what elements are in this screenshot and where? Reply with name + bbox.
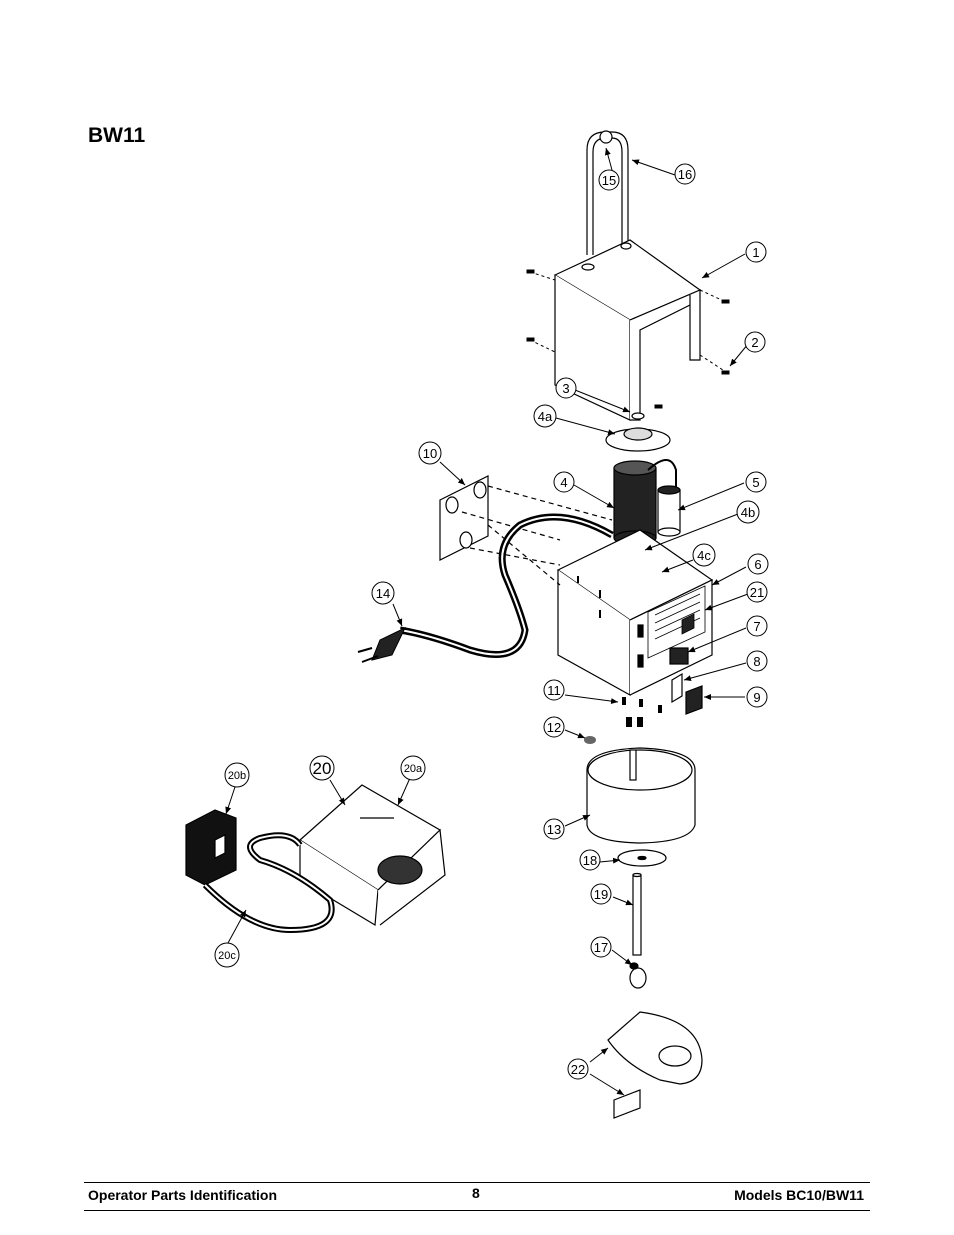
callout-4b: 4b xyxy=(736,500,760,524)
footer-section-title: Operator Parts Identification xyxy=(88,1187,278,1203)
svg-text:14: 14 xyxy=(376,586,390,601)
callout-20c: 20c xyxy=(214,942,240,968)
svg-text:4a: 4a xyxy=(538,409,553,424)
callout-2: 2 xyxy=(744,331,766,353)
svg-text:15: 15 xyxy=(602,173,616,188)
callout-17: 17 xyxy=(590,936,612,958)
svg-text:21: 21 xyxy=(750,585,764,600)
callout-12: 12 xyxy=(543,716,565,738)
callout-20a: 20a xyxy=(400,755,426,781)
bracket-22 xyxy=(607,1011,703,1119)
guard-ring-13 xyxy=(586,747,696,844)
switch-parts-7-8-9 xyxy=(669,647,703,715)
leader-lines xyxy=(225,147,749,1096)
svg-text:7: 7 xyxy=(753,619,760,634)
feet-screws-11-12 xyxy=(584,697,662,744)
callout-18: 18 xyxy=(579,849,601,871)
callout-13: 13 xyxy=(543,818,565,840)
handle-rod xyxy=(586,130,629,255)
callout-6: 6 xyxy=(747,553,769,575)
callout-4: 4 xyxy=(553,471,575,493)
svg-text:4b: 4b xyxy=(741,505,755,520)
svg-text:4: 4 xyxy=(560,475,567,490)
model-title: BW11 xyxy=(88,124,146,147)
disc-18 xyxy=(617,849,667,867)
svg-text:8: 8 xyxy=(753,654,760,669)
callout-bubbles: 15 16 1 2 3 4a 10 4 5 4b 4c 6 21 14 7 8 … xyxy=(214,163,769,1080)
mounting-plate-10 xyxy=(439,475,613,586)
svg-text:20c: 20c xyxy=(218,950,236,962)
svg-text:1: 1 xyxy=(752,245,759,260)
capacitor-5 xyxy=(657,485,681,537)
fan-cap-4a xyxy=(605,412,671,452)
svg-text:13: 13 xyxy=(547,822,561,837)
top-cover xyxy=(553,239,702,421)
pedal-cord-20c xyxy=(202,832,335,934)
svg-text:19: 19 xyxy=(594,887,608,902)
callout-14: 14 xyxy=(371,581,395,605)
svg-text:20a: 20a xyxy=(404,763,423,775)
svg-text:17: 17 xyxy=(594,940,608,955)
callout-10: 10 xyxy=(418,441,442,465)
footer-top-rule xyxy=(84,1182,870,1183)
rod-19 xyxy=(632,872,642,956)
callout-3: 3 xyxy=(555,377,577,399)
svg-text:9: 9 xyxy=(753,690,760,705)
screws-2 xyxy=(526,269,730,409)
footer-bottom-rule xyxy=(84,1210,870,1211)
svg-text:12: 12 xyxy=(547,720,561,735)
svg-text:22: 22 xyxy=(571,1062,585,1077)
transformer-20b xyxy=(185,809,237,886)
power-cord-14 xyxy=(357,513,614,663)
callout-21: 21 xyxy=(746,581,768,603)
svg-text:5: 5 xyxy=(752,475,759,490)
callout-1: 1 xyxy=(745,241,767,263)
label-decal-21 xyxy=(647,585,706,659)
callout-9: 9 xyxy=(746,686,768,708)
callout-15: 15 xyxy=(598,169,620,191)
foot-pedal-20 xyxy=(299,784,446,927)
callout-8: 8 xyxy=(746,650,768,672)
callout-16: 16 xyxy=(674,163,696,185)
svg-text:11: 11 xyxy=(547,683,561,698)
callout-7: 7 xyxy=(746,615,768,637)
callout-22: 22 xyxy=(567,1058,589,1080)
svg-text:6: 6 xyxy=(754,557,761,572)
svg-text:20b: 20b xyxy=(228,770,246,782)
svg-text:16: 16 xyxy=(678,167,692,182)
callout-20: 20 xyxy=(309,755,335,781)
svg-text:3: 3 xyxy=(562,381,569,396)
callout-4c: 4c xyxy=(692,543,716,567)
callout-11: 11 xyxy=(543,679,565,701)
brush-17 xyxy=(629,962,647,989)
svg-text:20: 20 xyxy=(313,759,332,778)
callout-19: 19 xyxy=(590,883,612,905)
svg-text:4c: 4c xyxy=(697,548,711,563)
footer-models: Models BC10/BW11 xyxy=(734,1187,864,1203)
svg-text:2: 2 xyxy=(751,335,758,350)
svg-text:10: 10 xyxy=(423,446,437,461)
callout-4a: 4a xyxy=(533,404,557,428)
footer-page-number: 8 xyxy=(472,1185,480,1201)
callout-5: 5 xyxy=(745,471,767,493)
svg-text:18: 18 xyxy=(583,853,597,868)
callout-20b: 20b xyxy=(224,762,250,788)
